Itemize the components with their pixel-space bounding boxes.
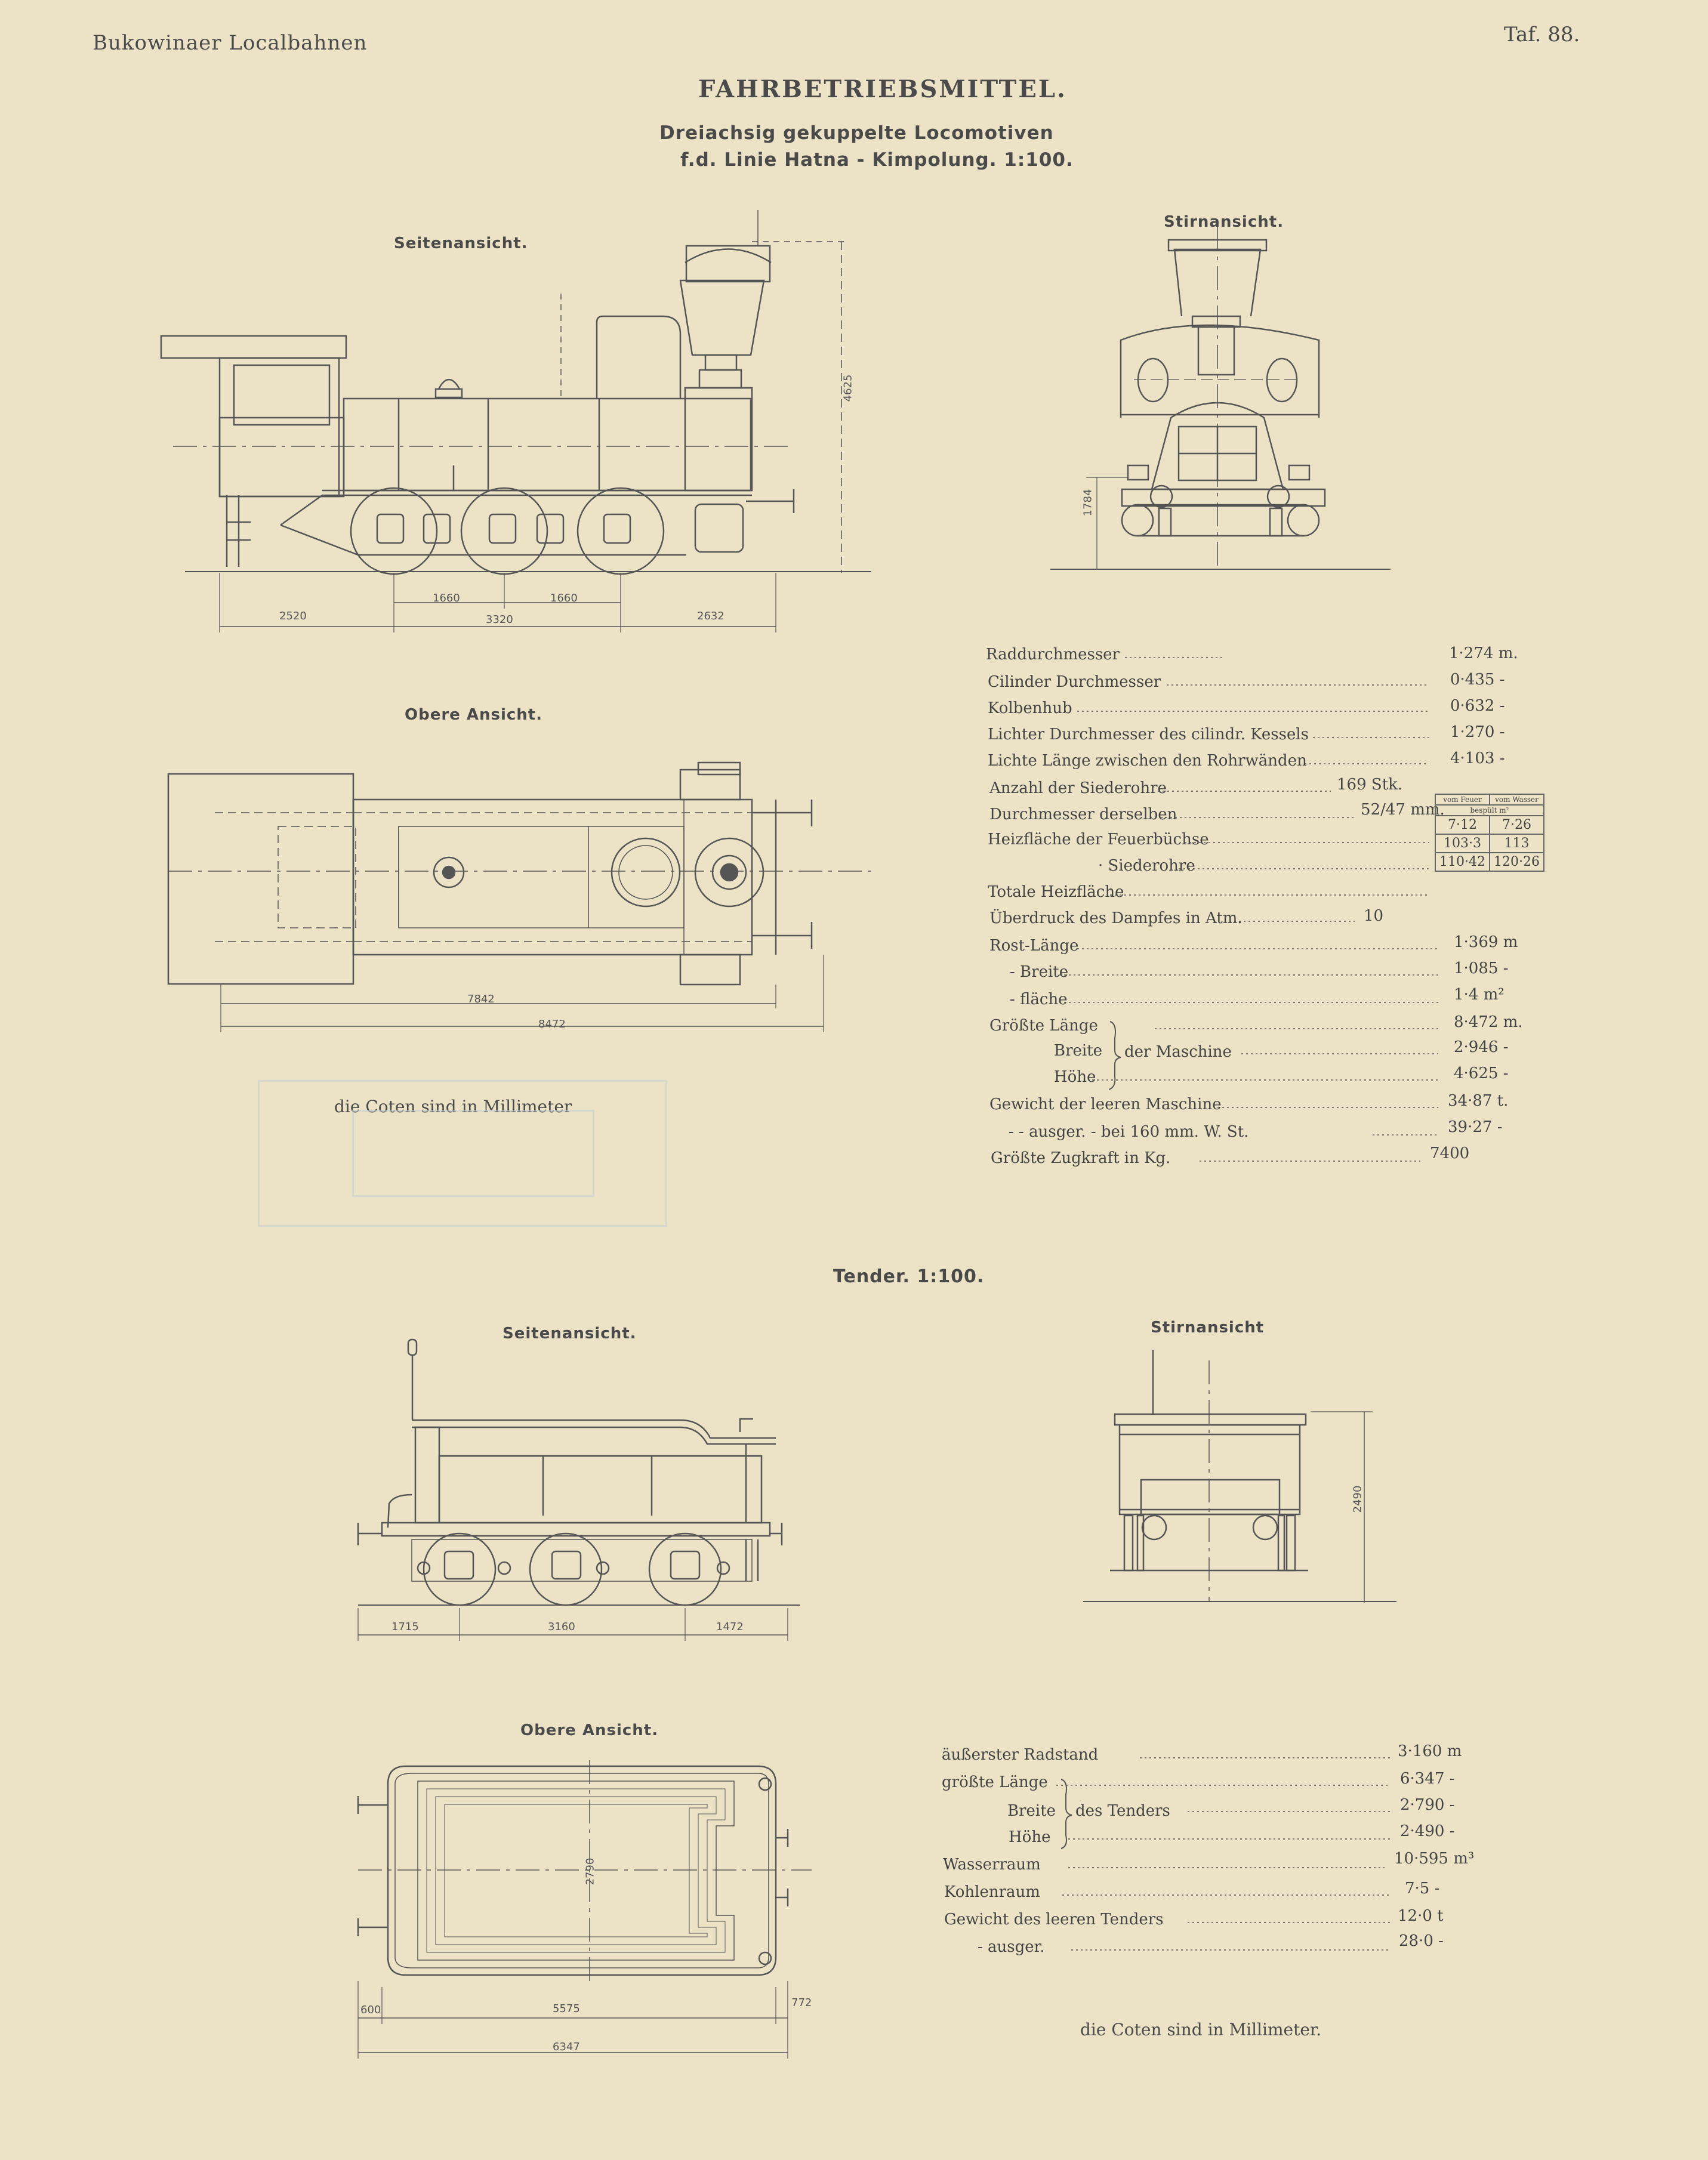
dim-5575: 5575	[553, 2002, 580, 2015]
loco-units-note: die Coten sind in Millimeter	[334, 1097, 572, 1116]
dim-2632: 2632	[697, 610, 724, 622]
loco-spec-value: 1·270 -	[1450, 723, 1505, 741]
loco-spec-label: Lichter Durchmesser des cilindr. Kessels	[988, 726, 1309, 743]
subtitle-locomotive: Dreiachsig gekuppelte Locomotiven	[659, 122, 1054, 144]
loco-spec-label: Größte Länge	[989, 1017, 1098, 1035]
tender-spec-value: 28·0 -	[1399, 1932, 1444, 1950]
tender-spec-value: 7·5 -	[1405, 1880, 1440, 1897]
loco-spec-value: 34·87 t.	[1448, 1092, 1509, 1110]
loco-spec-value: 1·274 m.	[1449, 644, 1518, 662]
dim-3320: 3320	[486, 613, 513, 626]
table-header-fire: vom Feuer	[1435, 794, 1490, 806]
loco-spec-label: Cilinder Durchmesser	[988, 673, 1161, 691]
tender-spec-value: 6·347 -	[1400, 1770, 1455, 1788]
loco-spec-value: 39·27 -	[1448, 1118, 1503, 1136]
tender-spec-label: Kohlenraum	[944, 1883, 1040, 1901]
loco-spec-label: Größte Zugkraft in Kg.	[991, 1149, 1171, 1167]
loco-spec-value: 0·435 -	[1450, 671, 1505, 689]
table-header-wetted: bespült m²	[1435, 804, 1544, 816]
loco-spec-label: · Siederohre	[1098, 857, 1195, 875]
loco-top-view	[167, 761, 871, 1032]
loco-spec-value: 1·085 -	[1454, 959, 1509, 977]
loco-spec-value: 1·4 m²	[1454, 986, 1504, 1004]
loco-spec-value: 4·103 -	[1450, 749, 1505, 767]
dim-8472: 8472	[538, 1018, 566, 1030]
dim-600: 600	[360, 2004, 381, 2016]
library-stamp	[258, 1080, 667, 1227]
dim-1472: 1472	[716, 1621, 744, 1633]
loco-spec-label: Rost-Länge	[989, 937, 1079, 955]
loco-top-view-label: Obere Ansicht.	[405, 706, 543, 724]
dim-7842: 7842	[467, 993, 495, 1005]
loco-front-view	[1050, 227, 1391, 570]
header-plate-number: Taf. 88.	[1504, 23, 1580, 47]
loco-spec-label: Lichte Länge zwischen den Rohrwänden	[988, 752, 1307, 770]
tender-units-note: die Coten sind in Millimeter.	[1080, 2020, 1322, 2039]
tender-spec-value: 12·0 t	[1398, 1907, 1444, 1925]
tender-spec-value: 3·160 m	[1398, 1742, 1462, 1760]
tender-spec-label: Höhe	[1009, 1828, 1051, 1846]
loco-spec-value: 2·946 -	[1454, 1038, 1509, 1056]
tender-spec-label: größte Länge	[942, 1773, 1048, 1791]
dim-3160: 3160	[548, 1621, 575, 1633]
tender-front-view	[1083, 1350, 1396, 1603]
dim-1715: 1715	[391, 1621, 419, 1633]
loco-spec-value: 4·625 -	[1454, 1064, 1509, 1082]
loco-spec-label: Totale Heizfläche	[988, 883, 1124, 901]
loco-side-view-label: Seitenansicht.	[394, 234, 528, 252]
loco-spec-label: Raddurchmesser	[986, 646, 1120, 664]
tender-spec-value: 10·595 m³	[1394, 1850, 1475, 1868]
loco-spec-label: Heizfläche der Feuerbüchse	[988, 831, 1209, 848]
loco-spec-label: - - ausger. - bei 160 mm. W. St.	[1009, 1123, 1249, 1141]
loco-spec-value: 7400	[1430, 1144, 1470, 1162]
loco-spec-value: 0·632 -	[1450, 697, 1505, 715]
loco-spec-label: Höhe	[1054, 1068, 1096, 1086]
loco-front-view-label: Stirnansicht.	[1164, 213, 1284, 231]
tender-spec-label: Gewicht des leeren Tenders	[944, 1911, 1164, 1928]
tender-brace-label: des Tenders	[1075, 1802, 1170, 1820]
page-title: FAHRBETRIEBSMITTEL.	[698, 75, 1067, 103]
tender-side-view	[357, 1338, 800, 1641]
library-stamp-inner	[352, 1110, 594, 1197]
loco-spec-label: Gewicht der leeren Maschine	[989, 1096, 1222, 1113]
loco-spec-label: - Breite	[1010, 963, 1069, 981]
loco-brace-label: der Maschine	[1124, 1043, 1232, 1061]
tender-top-view	[357, 1760, 812, 2059]
tender-spec-value: 2·790 -	[1400, 1796, 1455, 1814]
loco-spec-label: Breite	[1054, 1042, 1103, 1060]
tender-spec-value: 2·490 -	[1400, 1822, 1455, 1840]
loco-spec-value: 52/47 mm.	[1361, 801, 1445, 819]
loco-spec-label: Überdruck des Dampfes in Atm.	[989, 909, 1243, 927]
dim-772: 772	[791, 1997, 812, 2009]
loco-spec-label: Durchmesser derselben	[989, 806, 1177, 823]
loco-spec-value: 8·472 m.	[1454, 1013, 1523, 1031]
dim-1660a: 1660	[433, 592, 460, 604]
tender-spec-label: äußerster Radstand	[942, 1746, 1099, 1764]
tender-front-view-label: Stirnansicht	[1151, 1319, 1265, 1337]
tender-heading: Tender. 1:100.	[833, 1266, 985, 1287]
tender-spec-label: Breite	[1007, 1802, 1056, 1820]
tender-side-view-label: Seitenansicht.	[502, 1325, 637, 1343]
loco-spec-value: 10	[1364, 907, 1384, 925]
dim-1660b: 1660	[550, 592, 578, 604]
subtitle-line: f.d. Linie Hatna - Kimpolung. 1:100.	[680, 149, 1074, 171]
loco-spec-label: - fläche	[1010, 990, 1068, 1008]
loco-spec-label: Kolbenhub	[988, 699, 1072, 717]
header-left: Bukowinaer Localbahnen	[93, 31, 368, 55]
loco-spec-value: 169 Stk.	[1337, 776, 1403, 794]
loco-spec-label: Anzahl der Siederohre	[989, 779, 1167, 797]
tender-spec-label: - ausger.	[978, 1938, 1045, 1956]
loco-spec-value: 1·369 m	[1454, 933, 1518, 951]
loco-side-view	[160, 210, 871, 632]
tender-top-view-label: Obere Ansicht.	[520, 1721, 659, 1739]
tender-spec-label: Wasserraum	[943, 1856, 1041, 1874]
table-header-water: vom Wasser	[1488, 794, 1544, 806]
dim-2520: 2520	[279, 610, 307, 622]
dim-6347: 6347	[553, 2041, 580, 2053]
